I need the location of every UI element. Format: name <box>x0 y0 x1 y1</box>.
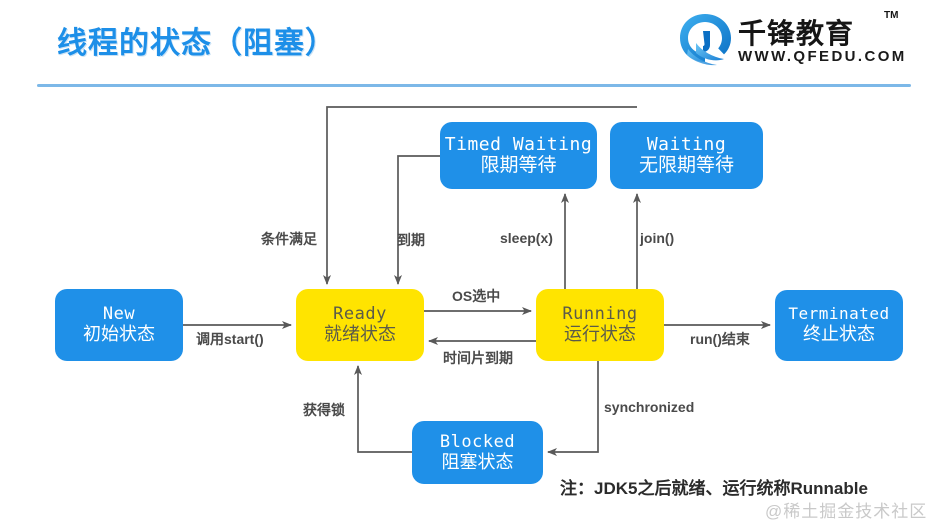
node-running-cn: 运行状态 <box>564 324 636 345</box>
node-timed-waiting-cn: 限期等待 <box>480 154 557 176</box>
node-timed-waiting-en: Timed Waiting <box>444 133 593 155</box>
edge-timed-to-ready <box>394 155 440 285</box>
node-new-cn: 初始状态 <box>83 324 155 345</box>
edge-label-acquire-lock: 获得锁 <box>303 402 345 418</box>
node-ready-cn: 就绪状态 <box>324 324 396 345</box>
edge-label-os-select: OS选中 <box>452 288 501 304</box>
edge-label-join: join() <box>640 230 675 246</box>
node-blocked-cn: 阻塞状态 <box>441 451 514 472</box>
edge-label-run-end: run()结束 <box>690 331 750 347</box>
node-ready-en: Ready <box>333 304 387 325</box>
node-running[interactable]: Running 运行状态 <box>536 289 664 361</box>
footer-note: 注：JDK5之后就绪、运行统称Runnable <box>560 479 868 498</box>
logo-brand-text: 千锋教育 <box>738 18 855 49</box>
node-waiting-cn: 无限期等待 <box>638 154 734 176</box>
node-ready[interactable]: Ready 就绪状态 <box>296 289 424 361</box>
page-title: 线程的状态（阻塞） <box>57 27 336 60</box>
edge-blocked-to-ready <box>354 365 412 453</box>
header-divider <box>37 84 911 87</box>
node-terminated-cn: 终止状态 <box>803 324 875 345</box>
node-new[interactable]: New 初始状态 <box>55 289 183 361</box>
qfedu-logo-icon <box>680 14 731 66</box>
logo-url-text: WWW.QFEDU.COM <box>738 48 907 65</box>
node-waiting[interactable]: Waiting 无限期等待 <box>610 122 763 189</box>
edge-label-expire: 到期 <box>397 232 425 248</box>
node-blocked[interactable]: Blocked 阻塞状态 <box>412 421 543 484</box>
edge-label-condition-met: 条件满足 <box>261 231 317 247</box>
edge-label-call-start: 调用start() <box>196 331 264 347</box>
edge-running-to-blocked <box>547 361 599 456</box>
node-waiting-en: Waiting <box>646 133 727 155</box>
node-timed-waiting[interactable]: Timed Waiting 限期等待 <box>440 122 597 189</box>
node-terminated-en: Terminated <box>788 304 890 324</box>
node-new-en: New <box>102 304 136 325</box>
edge-label-sleep: sleep(x) <box>500 230 553 246</box>
brand-logo: 千锋教育 TM WWW.QFEDU.COM <box>676 8 912 70</box>
watermark: @稀土掘金技术社区 <box>765 502 928 521</box>
edge-label-time-slice: 时间片到期 <box>443 350 513 366</box>
node-running-en: Running <box>562 304 638 325</box>
node-terminated[interactable]: Terminated 终止状态 <box>775 290 903 361</box>
logo-trademark: TM <box>884 10 899 21</box>
node-blocked-en: Blocked <box>439 431 516 452</box>
edge-label-synchronized: synchronized <box>604 399 695 415</box>
